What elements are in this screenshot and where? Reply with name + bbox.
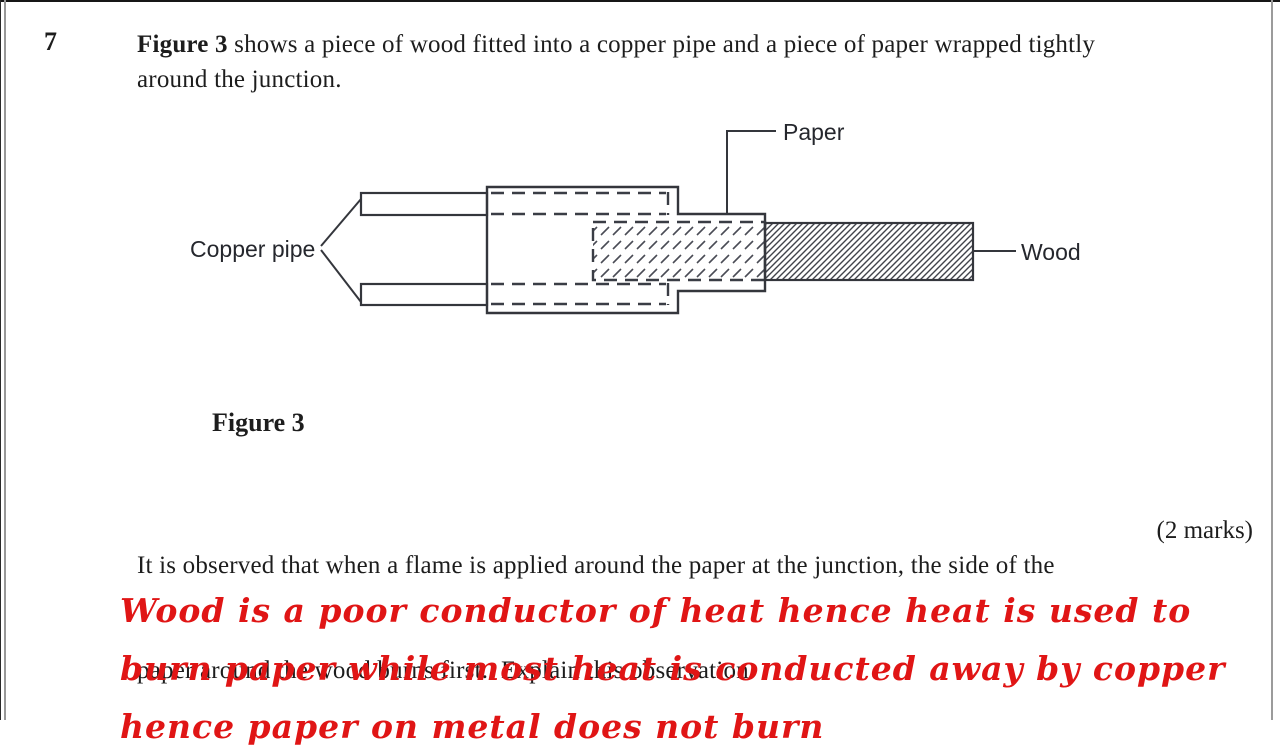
answer-line-3-partial: hence paper on metal does not burn: [120, 707, 825, 746]
model-answer-text: Wood is a poor conductor of heat hence h…: [120, 582, 1260, 756]
wood-visible-section: [763, 221, 975, 282]
copper-pipe-bottom-wall: [359, 282, 489, 307]
wood-hidden-section: [591, 220, 767, 282]
figure-reference-bold: Figure 3: [137, 31, 228, 58]
copper-pipe-leader-upper: [320, 198, 362, 247]
observation-paragraph: It is observed that when a flame is appl…: [137, 478, 1197, 723]
label-leader-lines: [320, 130, 1016, 303]
figure-caption: Figure 3: [212, 408, 305, 437]
intro-line-1: Figure 3 shows a piece of wood fitted in…: [137, 27, 1247, 62]
answer-line-1: Wood is a poor conductor of heat hence h…: [120, 591, 1192, 630]
page-top-edge-line: [0, 0, 1280, 2]
figure-3-diagram: Paper Copper pipe Wood: [190, 119, 1081, 315]
observation-line-2: paper around the wood burns first. Expla…: [137, 657, 756, 684]
page-left-edge-line: [0, 0, 1, 720]
observation-line-1: It is observed that when a flame is appl…: [137, 552, 1055, 579]
intro-line-1-text: shows a piece of wood fitted into a copp…: [227, 31, 1096, 58]
marks-allocation: (2 marks): [1156, 517, 1254, 544]
copper-pipe-top-wall: [359, 191, 489, 217]
copper-pipe-label: Copper pipe: [190, 236, 315, 262]
copper-pipe-hidden-dashed-lines: [491, 191, 670, 306]
intro-line-2: around the junction.: [137, 66, 342, 93]
copper-pipe-leader-lower: [320, 249, 362, 303]
paper-label: Paper: [783, 119, 845, 145]
answer-line-2: burn paper while most heat is conducted …: [120, 649, 1226, 688]
wood-label: Wood: [1021, 239, 1081, 265]
question-intro-paragraph: Figure 3 shows a piece of wood fitted in…: [137, 27, 1247, 97]
page-right-margin-line: [1271, 0, 1273, 720]
page-left-margin-line: [4, 0, 6, 720]
question-number: 7: [44, 27, 57, 56]
paper-wrap-outline: [485, 185, 767, 315]
paper-leader-line: [726, 130, 776, 213]
